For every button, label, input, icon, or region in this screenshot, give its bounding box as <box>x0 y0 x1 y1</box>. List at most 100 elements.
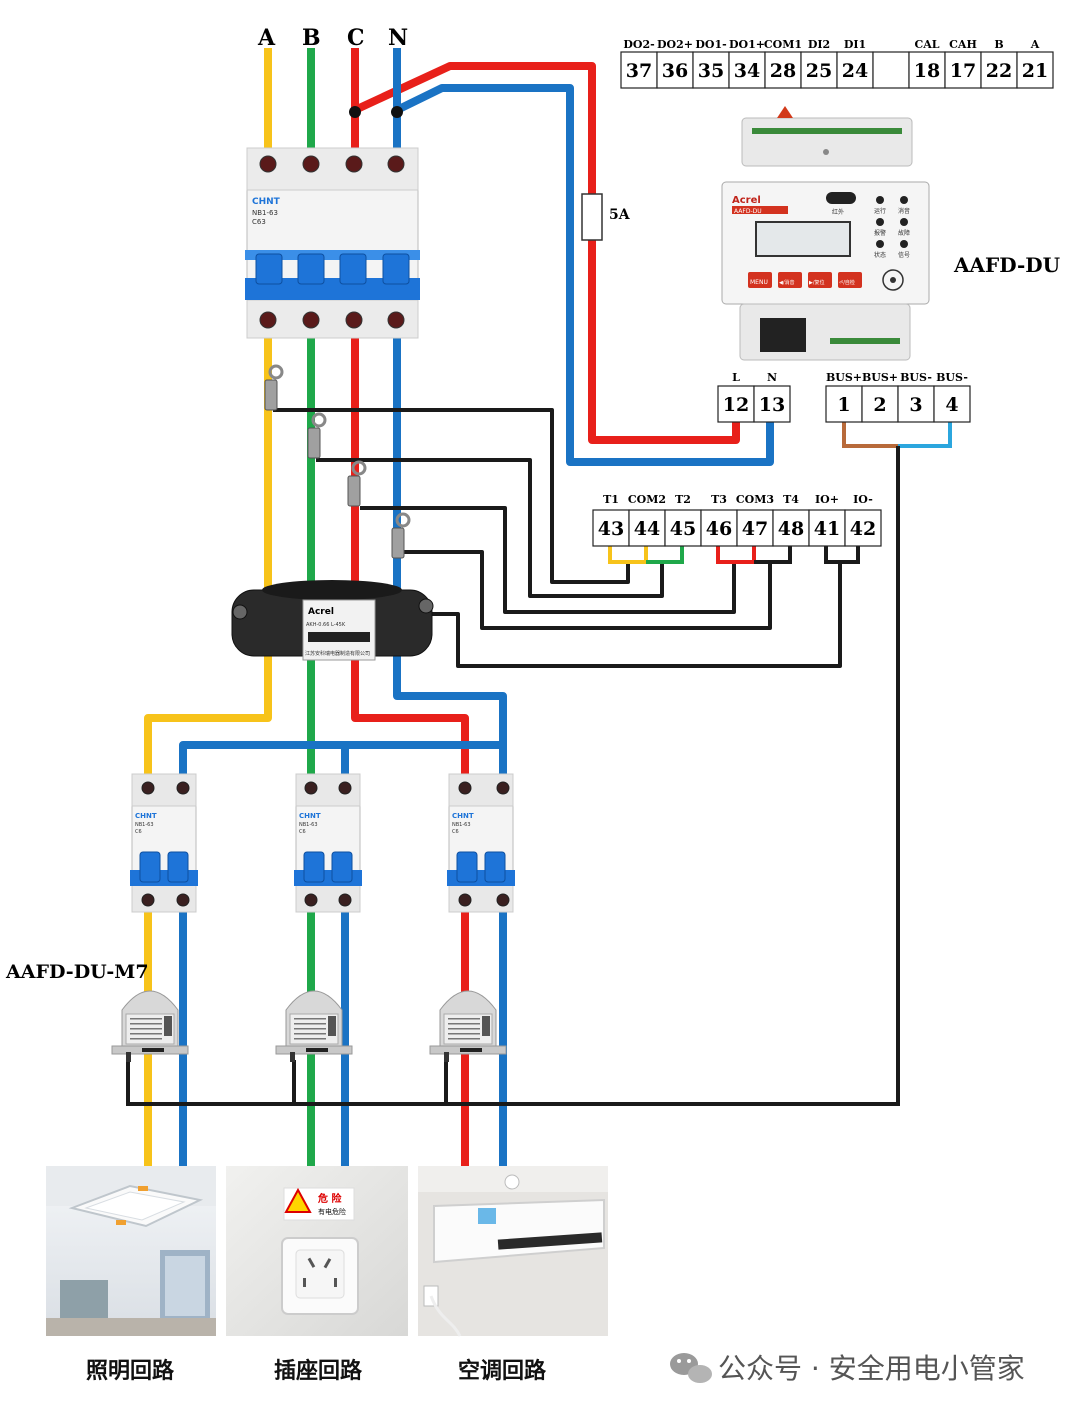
ct-model: AKH-0.66 L-45K <box>306 622 346 628</box>
sensor-unit <box>275 990 353 1062</box>
terminal-cell <box>944 51 982 89</box>
terminal-cell <box>656 51 694 89</box>
junction-dot <box>349 106 361 118</box>
breaker-handle[interactable] <box>382 253 410 285</box>
terminal-name: COM2 <box>628 493 666 506</box>
terminal-cell <box>897 385 935 423</box>
breaker-handle[interactable] <box>339 253 367 285</box>
breaker-model: NB1-63 <box>252 209 278 217</box>
breaker-handle[interactable] <box>331 851 353 883</box>
breaker-rating: C63 <box>252 218 266 226</box>
terminal-number: 18 <box>914 60 940 82</box>
load-socket-image: 危 险 有电危险 <box>226 1166 408 1336</box>
terminal-number: 48 <box>778 518 804 540</box>
terminal-cell <box>692 51 730 89</box>
load-caption-aircon: 空调回路 <box>458 1358 547 1384</box>
terminal-number: 21 <box>1022 60 1048 82</box>
selftest-button[interactable] <box>838 272 862 288</box>
terminal-number: 12 <box>723 394 749 416</box>
terminal-number: 17 <box>950 60 976 82</box>
terminal-cell <box>728 51 766 89</box>
reset-button-label: ▶/复位 <box>809 279 825 286</box>
reset-button[interactable] <box>808 272 832 288</box>
breaker-handle[interactable] <box>167 851 189 883</box>
breaker-handle[interactable] <box>255 253 283 285</box>
terminal-number: 24 <box>842 60 868 82</box>
terminal-number: 22 <box>986 60 1012 82</box>
terminal-number: 13 <box>759 394 785 416</box>
aafd-du-device: Acrel AAFD-DU 红外 运行 消音 报警 故障 状态 信号 MENU … <box>721 106 930 361</box>
silence-button[interactable] <box>778 272 802 288</box>
terminal-cell <box>908 51 946 89</box>
terminal-name: T4 <box>783 493 799 506</box>
sensor-unit <box>429 990 507 1062</box>
menu-button[interactable] <box>748 272 772 288</box>
device-lcd <box>755 221 851 257</box>
terminal-cell <box>753 385 791 423</box>
probe-n <box>391 512 411 559</box>
probe-a <box>264 364 284 411</box>
terminal-number: 36 <box>662 60 688 82</box>
phase-label-c: C <box>347 25 365 51</box>
led-fault-label: 故障 <box>898 229 910 237</box>
terminal-number: 4 <box>945 394 958 416</box>
terminal-name: DO1- <box>695 38 726 51</box>
terminal-cell <box>628 509 666 547</box>
led-alarm-label: 报警 <box>874 229 886 237</box>
terminal-name: BUS- <box>900 371 932 384</box>
neutral-wire <box>179 48 774 1170</box>
led-signal-label: 信号 <box>898 251 910 259</box>
led-status-label: 状态 <box>874 251 886 259</box>
fuse-label: 5A <box>609 207 631 223</box>
led-run-label: 运行 <box>874 207 886 215</box>
terminal-number: 47 <box>742 518 768 540</box>
terminal-cell <box>980 51 1018 89</box>
terminal-name: A <box>1030 38 1040 51</box>
terminal-cell <box>844 509 882 547</box>
branch-breaker-brand: CHNT <box>135 812 157 820</box>
breaker-handle[interactable] <box>456 851 478 883</box>
ct-brand: Acrel <box>308 607 334 617</box>
terminal-cell <box>772 509 810 547</box>
terminal-number: 44 <box>634 518 660 540</box>
terminal-name: CAL <box>914 38 939 51</box>
silence-button-label: ◀/消音 <box>779 279 795 286</box>
terminal-name: COM3 <box>736 493 774 506</box>
terminal-name: BUS+ <box>826 371 862 384</box>
terminal-name: BUS+ <box>862 371 898 384</box>
terminal-number: 43 <box>598 518 624 540</box>
phase-label-n: N <box>388 25 408 51</box>
watermark-text: 公众号 · 安全用电小管家 <box>718 1352 1025 1385</box>
terminal-name: IO+ <box>815 493 839 506</box>
breaker-handle[interactable] <box>297 253 325 285</box>
breaker-handle[interactable] <box>139 851 161 883</box>
terminal-name: DI1 <box>844 38 866 51</box>
terminal-name: T2 <box>675 493 691 506</box>
fuse: 5A <box>581 193 631 241</box>
probe-c <box>347 460 367 507</box>
terminal-cell <box>800 51 838 89</box>
breaker-handle[interactable] <box>303 851 325 883</box>
watermark: 公众号 · 安全用电小管家 <box>670 1352 1025 1385</box>
terminal-name: COM1 <box>764 38 802 51</box>
terminal-cell <box>592 509 630 547</box>
sensor-unit <box>111 990 189 1062</box>
ir-label: 红外 <box>832 208 844 216</box>
terminal-number: 34 <box>734 60 760 82</box>
breaker-handle[interactable] <box>484 851 506 883</box>
terminal-cell <box>836 51 874 89</box>
junction-dot <box>391 106 403 118</box>
terminal-cell <box>736 509 774 547</box>
phase-labels: A B C N <box>257 25 408 51</box>
terminal-name: IO- <box>853 493 873 506</box>
branch-breaker-rating: C6 <box>299 829 306 835</box>
menu-button-label: MENU <box>750 279 768 286</box>
terminal-name: DO1+ <box>729 38 765 51</box>
load-caption-lighting: 照明回路 <box>86 1358 175 1384</box>
phase-label-b: B <box>302 25 321 51</box>
aafd-du-m7-sensors <box>111 990 507 1062</box>
